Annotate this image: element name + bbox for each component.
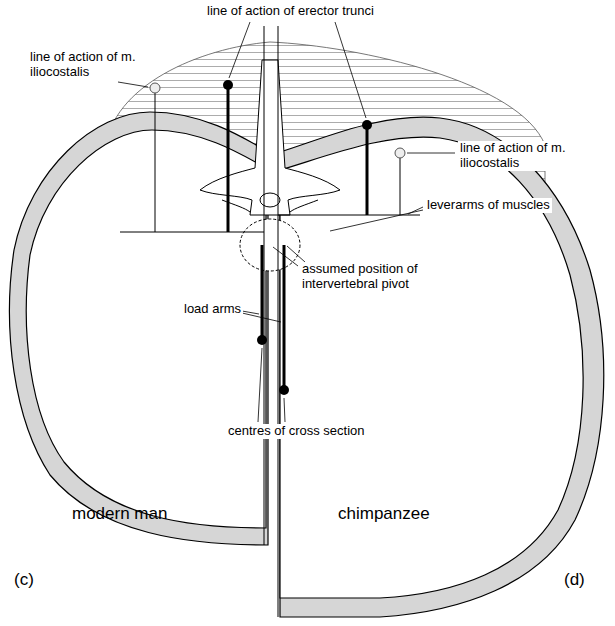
callout-label: line of action of m. iliocostalis: [28, 50, 150, 80]
panel-letter: (d): [562, 570, 587, 590]
species-label: chimpanzee: [336, 504, 432, 524]
lever-arm: [120, 232, 264, 233]
iliocostalis-dot: [150, 83, 160, 93]
iliocostalis-dot: [395, 148, 405, 158]
leader-lines: [118, 22, 455, 422]
callout-label: assumed position of intervertebral pivot: [300, 262, 479, 292]
callout-label: line of action of erector trunci: [205, 4, 376, 19]
load-arm: [261, 245, 264, 340]
load-arm: [283, 245, 286, 390]
cross-section-centre: [279, 385, 289, 395]
erector-line: [366, 125, 369, 215]
callout-label: load arms: [182, 302, 243, 317]
erector-dot: [362, 120, 372, 130]
callout-label: line of action of m. iliocostalis: [458, 141, 607, 171]
erector-line: [227, 85, 230, 232]
vertebra: [200, 60, 340, 271]
erector-dot: [223, 80, 233, 90]
species-label: modern man: [70, 504, 169, 524]
iliocostalis-line: [400, 158, 401, 215]
iliocostalis-line: [155, 93, 156, 232]
thorax-interior-chimpanzee: [280, 137, 583, 598]
midline: [264, 26, 265, 545]
callout-label: centres of cross section: [226, 424, 367, 439]
panel-letter: (c): [12, 570, 36, 590]
callout-label: leverarms of muscles: [425, 198, 552, 213]
cross-section-centre: [257, 335, 267, 345]
